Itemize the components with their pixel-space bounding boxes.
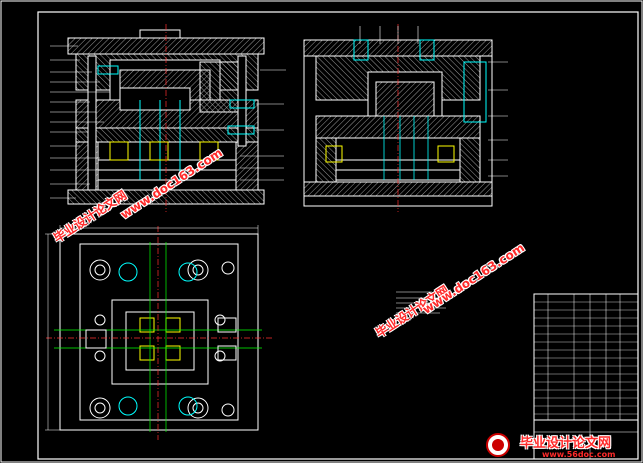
technical-requirements-notes	[396, 291, 446, 314]
watermark-logo-icon	[486, 433, 510, 457]
footer-watermark-name: 毕业设计论文网	[520, 436, 612, 451]
title-block	[533, 293, 639, 460]
sheet-inner-border	[37, 11, 639, 460]
side-section-view	[303, 24, 508, 212]
footer-watermark-url: www.56doc.com	[542, 450, 616, 459]
top-plan-view	[45, 225, 272, 440]
main-section-view	[50, 24, 286, 212]
